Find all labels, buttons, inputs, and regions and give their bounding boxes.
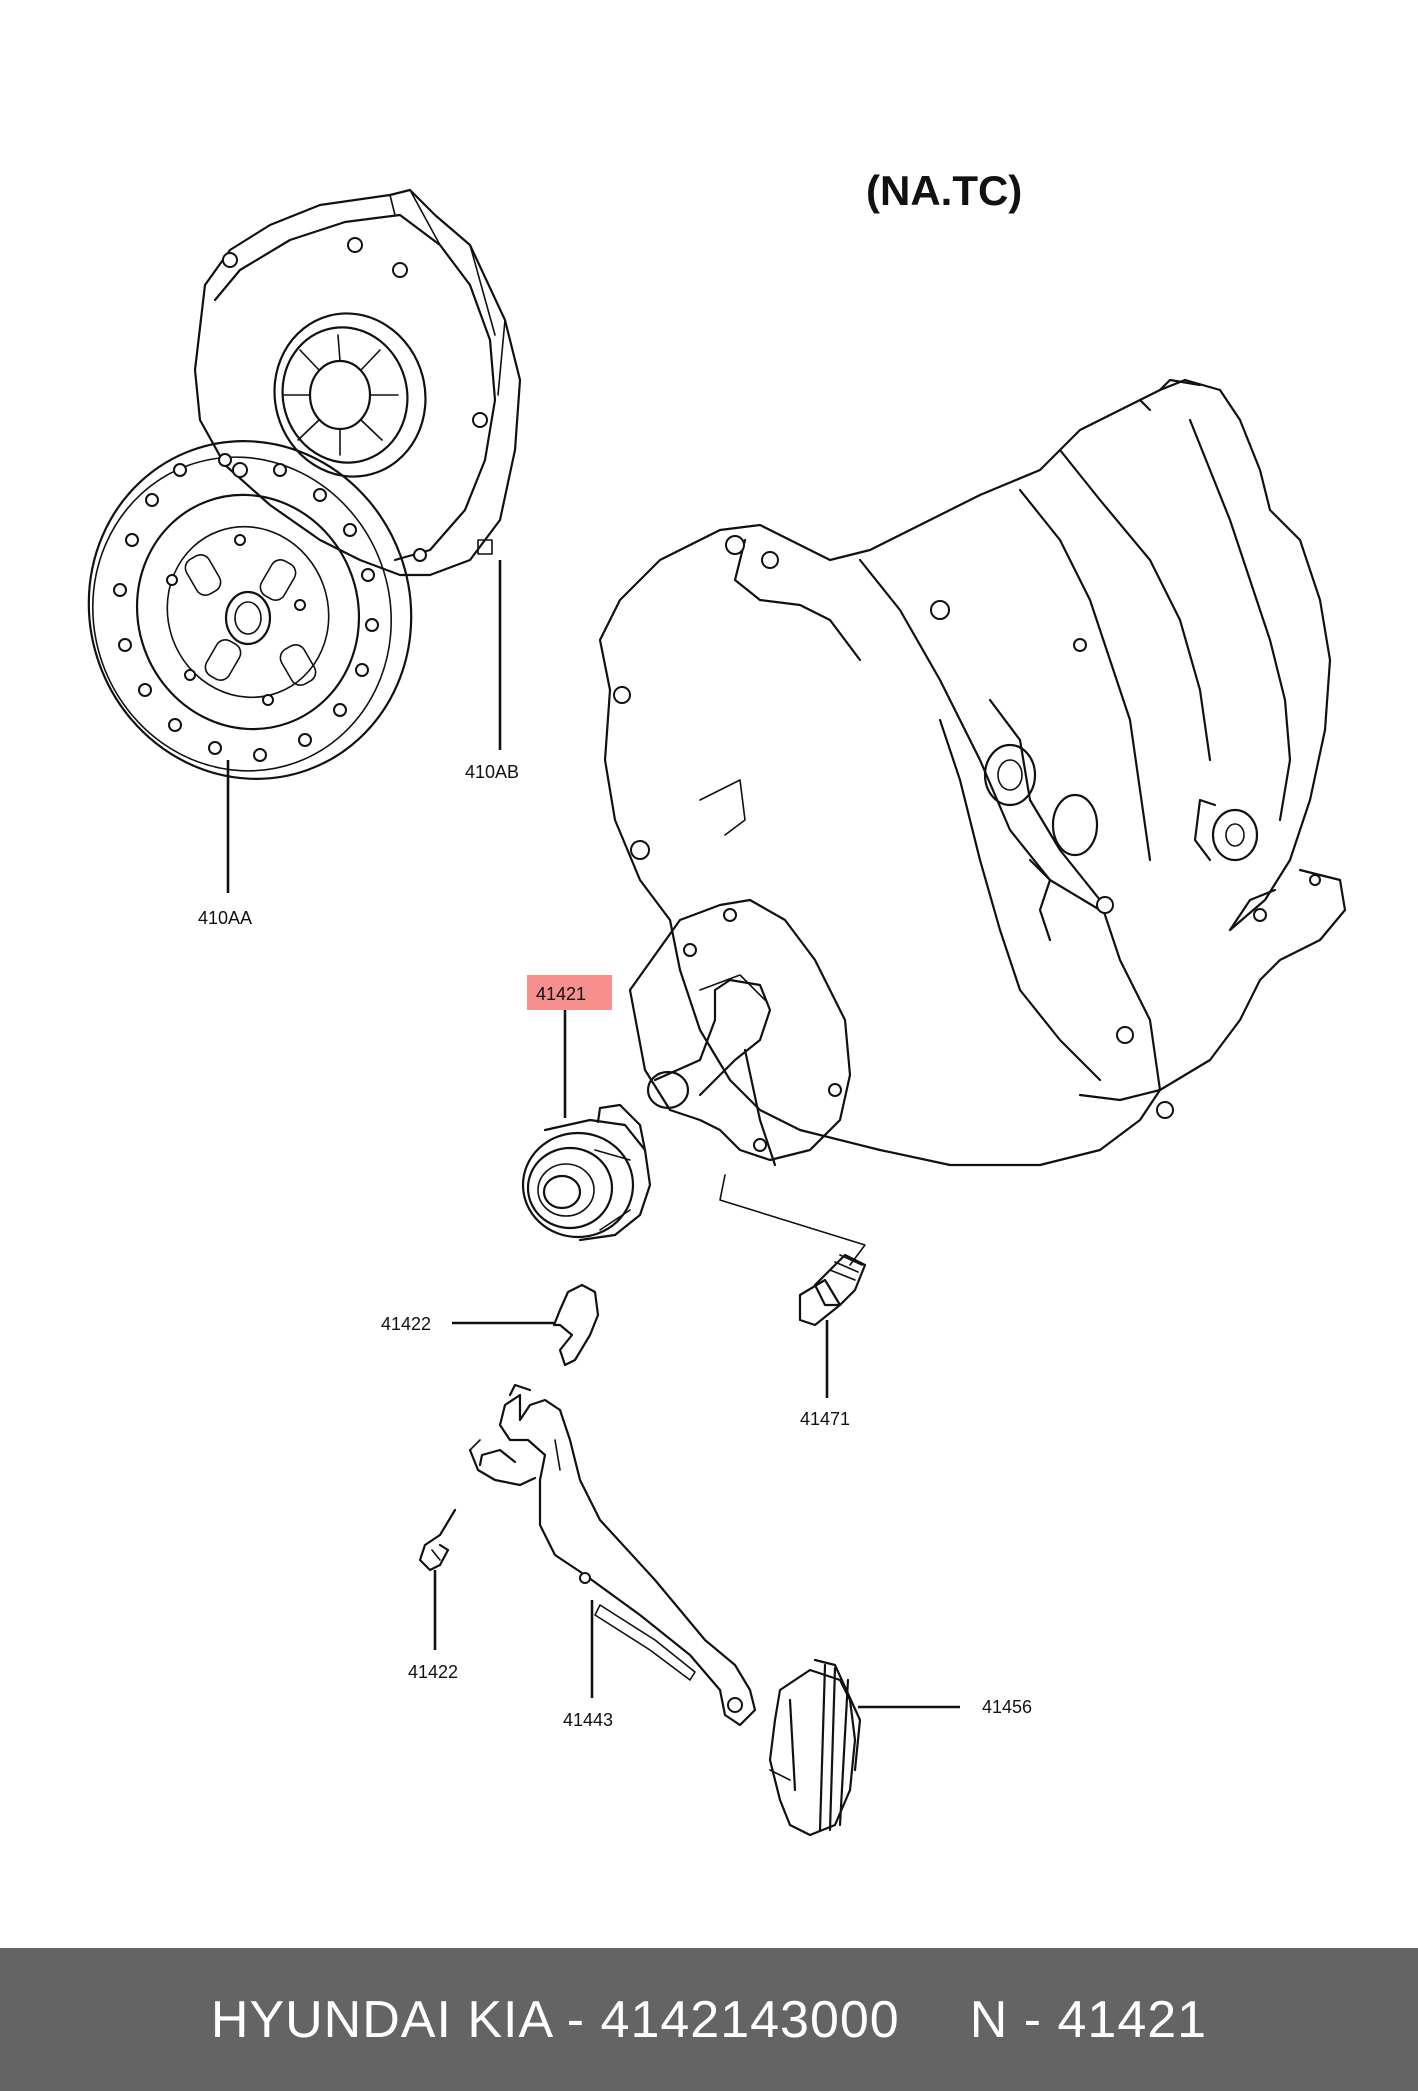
part-label-410AB[interactable]: 410AB [465,762,519,782]
sensor-switch-drawing [719,1174,867,1327]
release-fork-drawing [468,1383,757,1727]
bearing-retainer-drawing [628,898,852,1167]
part-label-41422-lower[interactable]: 41422 [408,1662,458,1682]
exploded-view-drawing: (NA.TC) [87,167,1347,1837]
part-label-41422-upper[interactable]: 41422 [381,1314,431,1334]
part-label-410AA[interactable]: 410AA [198,908,252,928]
variant-label: (NA.TC) [866,167,1022,214]
footer-bar [0,1948,1418,2091]
part-label-41456[interactable]: 41456 [982,1697,1032,1717]
release-bearing-drawing [521,1103,652,1242]
part-label-41471[interactable]: 41471 [800,1409,850,1429]
clutch-disc-drawing [87,440,413,780]
footer-brand-part-number: HYUNDAI KIA - 4142143000 [210,1990,900,2049]
part-label-41421[interactable]: 41421 [536,984,586,1004]
clip-upper-drawing [552,1283,600,1367]
transmission-housing-drawing [598,378,1347,1167]
dust-boot-drawing [768,1658,862,1837]
clip-lower-drawing [418,1508,457,1572]
footer-caption: HYUNDAI KIA - 4142143000 N - 41421 [0,1948,1418,2091]
footer-reference-number: N - 41421 [969,1990,1208,2049]
part-label-41443[interactable]: 41443 [563,1710,613,1730]
highlight-41421 [527,975,612,1010]
clutch-cover-drawing [193,188,522,577]
parts-diagram: (NA.TC) [87,167,1347,1837]
